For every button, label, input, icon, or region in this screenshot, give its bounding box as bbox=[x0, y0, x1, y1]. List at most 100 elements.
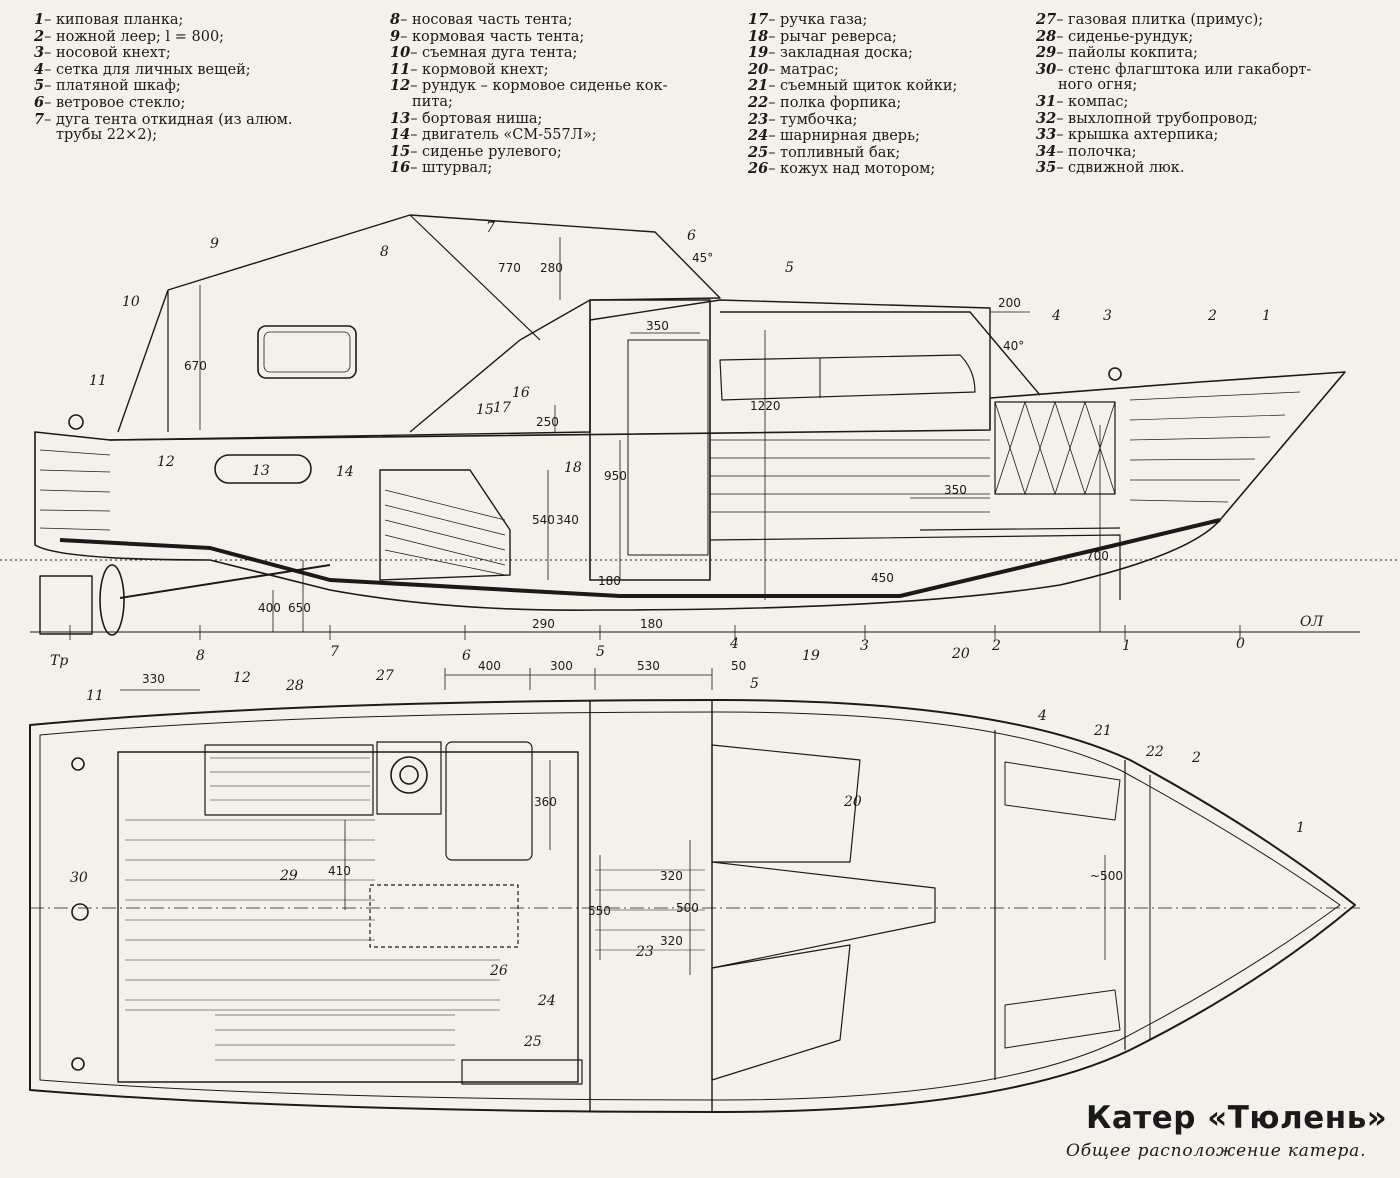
plan-callout-23: 23 bbox=[635, 944, 654, 960]
legend-item: 29– пайолы кокпита; bbox=[1036, 45, 1366, 62]
callout-11: 11 bbox=[89, 373, 107, 389]
legend-text: – ветровое стекло; bbox=[44, 94, 186, 111]
hull-outline bbox=[34, 371, 1346, 611]
plan-callout-5: 5 bbox=[750, 676, 759, 692]
dim-250: 250 bbox=[536, 415, 559, 429]
legend-text: – кормовой кнехт; bbox=[410, 61, 549, 78]
plan-view-callouts: 11 12 28 27 5 4 21 22 2 1 20 29 30 26 23… bbox=[70, 668, 1305, 1050]
plan-callout-4: 4 bbox=[1037, 708, 1047, 724]
legend-item: 6– ветровое стекло; bbox=[34, 95, 364, 112]
legend-number: 24 bbox=[748, 127, 769, 145]
legend-item: трубы 22×2); bbox=[34, 127, 364, 144]
legend-item: 5– платяной шкаф; bbox=[34, 78, 364, 95]
baseline-label: ОЛ bbox=[1300, 614, 1323, 630]
legend-number: 3 bbox=[34, 44, 45, 62]
rudder bbox=[39, 575, 93, 635]
station-numbers: Тр 8 7 6 5 4 3 2 1 0 ОЛ bbox=[50, 614, 1323, 669]
plan-callout-12: 12 bbox=[233, 670, 251, 686]
legend-item: 2– ножной леер; l = 800; bbox=[34, 28, 364, 46]
plan-dim-550: 550 bbox=[588, 904, 611, 918]
plan-dim-50: 50 bbox=[731, 659, 746, 673]
legend-text: – носовая часть тента; bbox=[400, 12, 573, 28]
legend-item: 24– шарнирная дверь; bbox=[748, 128, 1018, 145]
station-6: 6 bbox=[462, 648, 471, 664]
dim-200: 200 bbox=[998, 296, 1021, 310]
dim-950: 950 bbox=[604, 469, 627, 483]
legend-number: 11 bbox=[390, 60, 411, 78]
net-storage bbox=[994, 401, 1116, 495]
callout-15: 15 bbox=[476, 402, 494, 418]
planking-lines bbox=[39, 391, 1301, 531]
legend-number: 26 bbox=[748, 160, 769, 178]
dim-450: 450 bbox=[871, 571, 894, 585]
drawing-title: Катер «Тюлень» bbox=[1086, 1100, 1388, 1136]
legend-text: – полочка; bbox=[1056, 143, 1137, 160]
callout-4: 4 bbox=[1051, 308, 1061, 324]
legend-text: – кожух над мотором; bbox=[768, 161, 936, 178]
legend-number: 7 bbox=[34, 110, 45, 128]
legend-text: – пайолы кокпита; bbox=[1056, 45, 1198, 62]
station-1: 1 bbox=[1122, 638, 1131, 654]
awning-window bbox=[257, 325, 357, 379]
legend-text: – выхлопной трубопровод; bbox=[1056, 110, 1258, 127]
station-8: 8 bbox=[196, 648, 205, 664]
plan-callout-29: 29 bbox=[279, 868, 298, 884]
legend-item: пита; bbox=[390, 94, 730, 111]
legend-text: – двигатель «СМ-557Л»; bbox=[410, 127, 597, 144]
dim-40deg: 40° bbox=[1003, 339, 1024, 353]
legend-number: 30 bbox=[1036, 60, 1057, 78]
legend-item: 25– топливный бак; bbox=[748, 144, 1018, 162]
plan-callout-11: 11 bbox=[86, 688, 104, 704]
legend-item: 13– бортовая ниша; bbox=[390, 110, 730, 128]
legend-item: 14– двигатель «СМ-557Л»; bbox=[390, 127, 730, 144]
legend-number: 27 bbox=[1036, 11, 1057, 28]
callout-19: 19 bbox=[802, 648, 820, 664]
side-view bbox=[0, 214, 1400, 640]
plan-dim-500-approx: ~500 bbox=[1090, 869, 1123, 883]
plan-callout-26: 26 bbox=[489, 963, 508, 979]
cabin-window bbox=[719, 354, 976, 401]
legend-number: 33 bbox=[1036, 126, 1057, 144]
legend-item: 27– газовая плитка (примус); bbox=[1036, 12, 1366, 29]
plan-view bbox=[29, 668, 1360, 1113]
cockpit-sole bbox=[117, 751, 579, 1083]
legend-item: 15– сиденье рулевого; bbox=[390, 143, 730, 161]
dim-290: 290 bbox=[532, 617, 555, 631]
legend-item: 1– киповая планка; bbox=[34, 12, 364, 29]
callout-18: 18 bbox=[564, 460, 582, 476]
plan-callout-22: 22 bbox=[1145, 744, 1164, 760]
legend-item: 3– носовой кнехт; bbox=[34, 45, 364, 62]
legend-text: – газовая плитка (примус); bbox=[1056, 12, 1264, 28]
dim-670: 670 bbox=[184, 359, 207, 373]
plan-callout-2: 2 bbox=[1191, 750, 1201, 766]
dim-1220: 1220 bbox=[750, 399, 781, 413]
legend-item: 31– компас; bbox=[1036, 94, 1366, 111]
engine-cover bbox=[369, 884, 519, 948]
callout-8: 8 bbox=[380, 244, 389, 260]
engine bbox=[379, 469, 511, 581]
callout-3: 3 bbox=[1103, 308, 1112, 324]
legend-text: – матрас; bbox=[768, 61, 839, 78]
net-upper bbox=[1004, 761, 1121, 821]
station-2: 2 bbox=[991, 638, 1001, 654]
station-3: 3 bbox=[860, 638, 869, 654]
station-4: 4 bbox=[729, 636, 739, 652]
plan-view-dimensions: 330 400 300 530 50 360 410 320 500 550 3… bbox=[142, 659, 1123, 948]
legend-number: 29 bbox=[1036, 44, 1057, 62]
drawing-subtitle: Общее расположение катера. bbox=[1066, 1141, 1367, 1161]
legend-text: ного огня; bbox=[1058, 77, 1138, 94]
legend-item: 22– полка форпика; bbox=[748, 95, 1018, 112]
legend-text: – крышка ахтерпика; bbox=[1056, 127, 1219, 144]
legend-item: 33– крышка ахтерпика; bbox=[1036, 127, 1366, 144]
callout-14: 14 bbox=[336, 464, 354, 480]
legend-text: – бортовая ниша; bbox=[410, 110, 543, 127]
station-0: 0 bbox=[1236, 636, 1245, 652]
legend-number: 1 bbox=[34, 11, 45, 28]
dim-650: 650 bbox=[288, 601, 311, 615]
dim-45deg: 45° bbox=[692, 251, 713, 265]
legend-text: – дуга тента откидная (из алюм. bbox=[44, 111, 293, 128]
callout-1: 1 bbox=[1262, 308, 1271, 324]
flag-staff-socket bbox=[71, 903, 89, 921]
legend-item: 19– закладная доска; bbox=[748, 45, 1018, 62]
legend-text: – сдвижной люк. bbox=[1056, 160, 1185, 177]
